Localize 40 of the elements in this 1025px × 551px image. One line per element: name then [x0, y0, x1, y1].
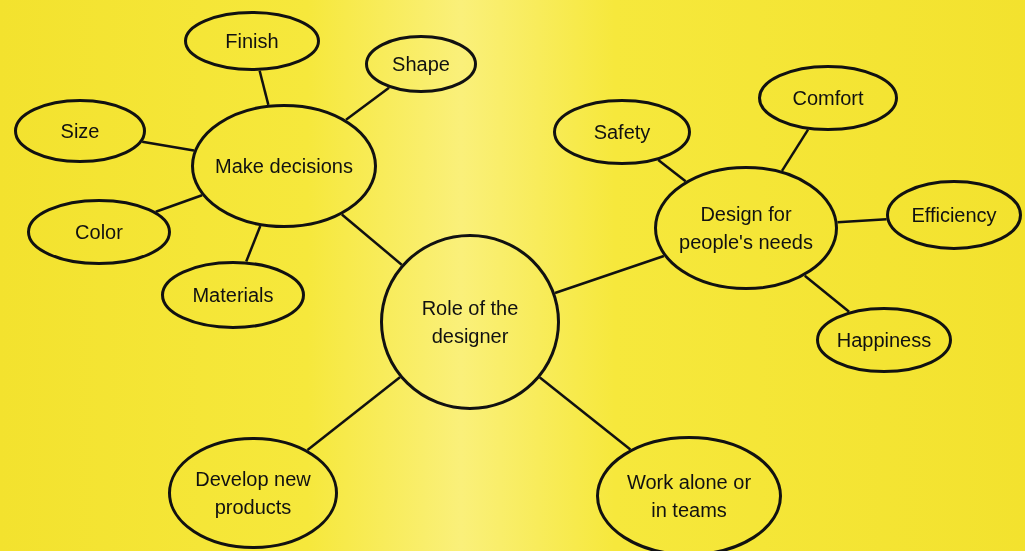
connector-line	[837, 217, 887, 224]
connector-line	[142, 140, 195, 152]
node-label: Shape	[392, 52, 450, 77]
ellipse-node	[553, 99, 691, 165]
ellipse-node	[191, 104, 377, 228]
node-label: Size	[60, 119, 100, 144]
ellipse-node	[161, 261, 305, 329]
ellipse-node	[168, 437, 338, 549]
connector-line	[657, 159, 687, 183]
ellipse-node	[654, 166, 838, 290]
ellipse-node	[886, 180, 1022, 250]
connector-line	[345, 86, 390, 121]
node-label: Role of the designer	[420, 296, 520, 349]
ellipse-node	[380, 234, 560, 410]
ellipse-node	[758, 65, 898, 131]
connector-line	[341, 213, 403, 266]
connector-line	[780, 128, 810, 172]
connector-line	[539, 376, 632, 451]
connector-line	[804, 274, 850, 313]
node-label: Comfort	[792, 86, 864, 111]
node-label: Color	[75, 220, 123, 245]
node-label: Safety	[593, 120, 651, 145]
connector-line	[258, 70, 270, 106]
node-label: Efficiency	[911, 203, 997, 228]
node-label: Finish	[225, 29, 279, 54]
node-label: Work alone or in teams	[625, 470, 753, 523]
ellipse-node	[816, 307, 952, 373]
ellipse-node	[27, 199, 171, 265]
connector-line	[245, 225, 262, 263]
node-label: Develop new products	[194, 467, 312, 520]
ellipse-node	[365, 35, 477, 93]
node-label: Happiness	[836, 328, 932, 353]
node-label: Design for people's needs	[678, 202, 814, 255]
connector-line	[554, 254, 665, 295]
ellipse-node	[184, 11, 320, 71]
node-label: Materials	[192, 283, 274, 308]
node-label: Make decisions	[215, 154, 353, 179]
ellipse-node	[14, 99, 146, 163]
connector-line	[155, 194, 203, 213]
connector-line	[306, 376, 401, 452]
